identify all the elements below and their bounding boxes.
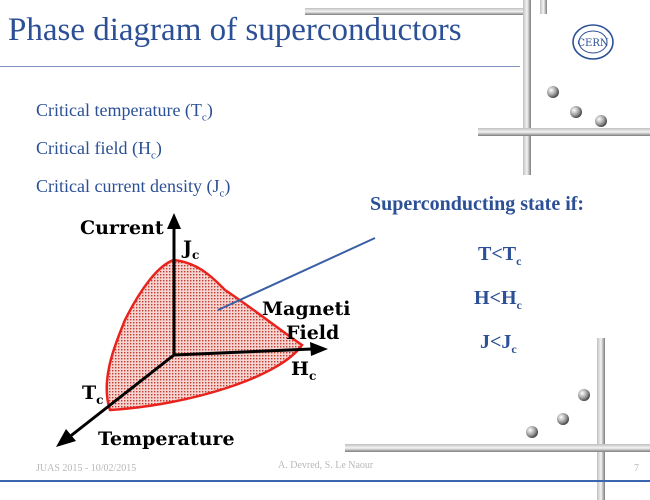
magnetic-label: Magnetic (262, 298, 350, 320)
logo-text: CERN (577, 38, 608, 49)
jc-label: Jc (181, 237, 199, 262)
bullet-critical-field: Critical field (Hc) (36, 138, 162, 162)
slide-title: Phase diagram of superconductors (8, 12, 462, 48)
phase-diagram: Current Jc Magnetic Field Hc Tc Temperat… (56, 213, 350, 450)
footer-divider (0, 480, 650, 482)
tc-label: Tc (82, 382, 103, 407)
bullet-critical-temperature: Critical temperature (Tc) (36, 100, 213, 124)
field-label: Field (286, 322, 339, 344)
temperature-label: Temperature (98, 428, 235, 450)
temperature-axis (67, 353, 175, 440)
field-axis (173, 347, 313, 357)
cern-logo: CERN (572, 24, 614, 60)
footer-course-date: JUAS 2015 - 10/02/2015 (36, 463, 137, 474)
condition-field: H<Hc (474, 287, 522, 312)
condition-current: J<Jc (480, 331, 517, 356)
bullet-critical-current-density: Critical current density (Jc) (36, 176, 231, 200)
current-label: Current (80, 217, 164, 239)
footer-page-number: 7 (634, 463, 639, 474)
condition-heading: Superconducting state if: (370, 193, 585, 215)
current-axis-arrow (167, 213, 181, 229)
condition-temperature: T<Tc (478, 243, 522, 268)
temperature-axis-arrow (56, 429, 76, 447)
superconducting-region (105, 258, 304, 412)
field-axis-arrow (310, 342, 328, 356)
hc-label: Hc (291, 358, 316, 383)
footer-authors: A. Devred, S. Le Naour (278, 460, 374, 471)
title-divider (0, 66, 520, 67)
